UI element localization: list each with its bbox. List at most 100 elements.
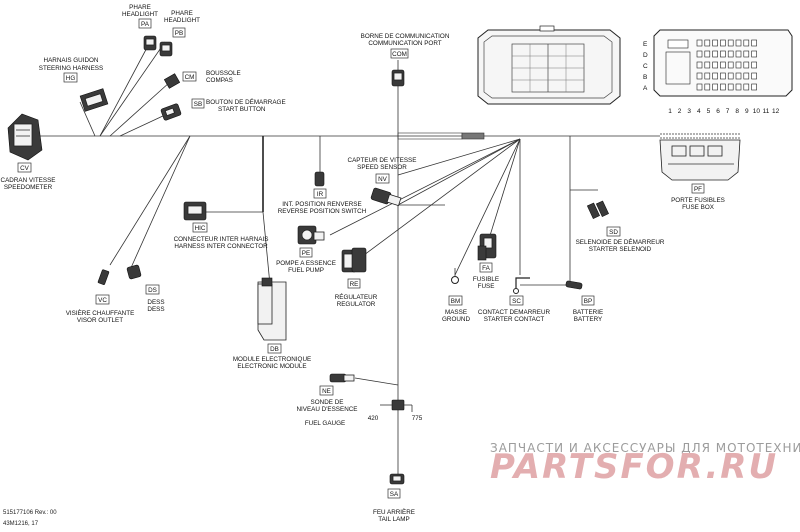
re-label-fr: RÉGULATEUR <box>335 292 378 301</box>
sb-label-fr: BOUTON DE DÉMARRAGE <box>206 97 286 106</box>
connector-pin <box>727 50 734 58</box>
speedometer-connector-icon <box>7 113 43 161</box>
nv-label-fr: CAPTEUR DE VITESSE <box>348 157 417 164</box>
electronic-module-icon <box>257 277 287 341</box>
harness-inter-connector-icon <box>183 201 207 221</box>
row-label: B <box>643 74 647 81</box>
column-label: 7 <box>726 108 730 115</box>
connector-pin <box>743 72 750 80</box>
connector-pin <box>735 83 742 91</box>
bp-label-fr: BATTERIE <box>573 309 603 316</box>
watermark: ЗАПЧАСТИ И АКСЕССУАРЫ ДЛЯ МОТОТЕХНИКИ PA… <box>490 441 800 487</box>
row-label: D <box>643 52 648 59</box>
pb-label-fr: PHARE <box>171 10 193 17</box>
connector-pin <box>696 72 703 80</box>
column-label: 3 <box>687 108 691 115</box>
compass-connector-icon <box>163 73 181 89</box>
bm-label-fr: MASSE <box>445 309 467 316</box>
ir-code-tag: IR <box>317 191 324 198</box>
connector-pin <box>720 61 726 69</box>
column-label: 12 <box>772 108 780 115</box>
main-connector-top-view <box>477 25 621 105</box>
connector-pin <box>735 72 742 80</box>
connector-pin <box>720 72 726 80</box>
connector-pin <box>735 61 742 69</box>
connector-pin <box>751 39 757 47</box>
sb-code-tag: SB <box>194 101 202 108</box>
connector-pin <box>727 39 734 47</box>
starter-contact-terminal-icon <box>513 277 530 294</box>
pa-label-fr: PHARE <box>129 4 151 11</box>
vc-code-tag: VC <box>98 297 107 304</box>
connector-pin <box>704 83 711 91</box>
nv-label-en: SPEED SENSOR <box>357 164 407 171</box>
hic-code-tag: HIC <box>195 225 206 232</box>
connector-pin <box>751 50 757 58</box>
sa-code-tag: SA <box>390 491 399 498</box>
connector-pin <box>743 61 750 69</box>
watermark-logo: PARTSFOR.RU <box>490 447 778 487</box>
connector-pin <box>712 72 718 80</box>
connector-pin <box>727 61 734 69</box>
cv-code-tag: CV <box>20 165 30 172</box>
connector-pin <box>751 83 757 91</box>
wire-number-left: 420 <box>368 415 379 422</box>
connector-pin <box>696 39 703 47</box>
bm-label-en: GROUND <box>442 316 470 323</box>
pa-code-tag: PA <box>141 21 150 28</box>
sd-label-en: STARTER SELENOID <box>589 246 652 253</box>
connector-pin <box>712 61 718 69</box>
sc-label-en: STARTER CONTACT <box>484 316 545 323</box>
fa-label-en: FUSE <box>478 283 495 290</box>
sa-label-en: TAIL LAMP <box>378 516 410 523</box>
row-label: A <box>643 85 648 92</box>
re-label-en: REGULATOR <box>337 301 376 308</box>
cv-label-fr: CADRAN VITESSE <box>1 177 56 184</box>
vc-label-fr: VISIÈRE CHAUFFANTE <box>66 308 135 317</box>
db-code-tag: DB <box>270 346 279 353</box>
connector-pin <box>735 50 742 58</box>
hg-label-fr: HARNAIS GUIDON <box>44 57 99 64</box>
connector-pin <box>727 83 734 91</box>
drawing-reference: 43M1216, 17 <box>3 521 39 527</box>
com-code-tag: COM <box>392 51 407 58</box>
ds-label-en: DESS <box>147 306 164 313</box>
connector-pin <box>743 83 750 91</box>
pa-label-en: HEADLIGHT <box>122 11 158 18</box>
cm-label-fr: BOUSSOLE <box>206 70 241 77</box>
connector-pin <box>704 72 711 80</box>
ground-terminal-icon <box>451 268 459 284</box>
cm-label-en: COMPAS <box>206 77 233 84</box>
fuel-gauge-connector-icon <box>380 399 413 412</box>
connector-pin <box>751 61 757 69</box>
communication-port-icon <box>391 69 405 87</box>
db-label-fr: MODULE ELECTRONIQUE <box>233 356 311 363</box>
column-label: 1 <box>668 108 672 115</box>
visor-outlet-connector-icon <box>97 269 110 285</box>
row-label: C <box>643 63 648 70</box>
connector-pin <box>696 50 703 58</box>
column-label: 10 <box>753 108 761 115</box>
connector-pin <box>720 50 726 58</box>
headlight-connector-b-icon <box>159 41 173 57</box>
column-label: 9 <box>745 108 749 115</box>
start-button-connector-icon <box>160 103 182 121</box>
ds-label-fr: DESS <box>147 299 164 306</box>
bp-label-en: BATTERY <box>574 316 603 323</box>
connector-pin <box>704 50 711 58</box>
com-label-en: COMMUNICATION PORT <box>368 40 441 47</box>
row-label: E <box>643 41 648 48</box>
pf-label-fr: PORTE FUSIBLES <box>671 197 725 204</box>
cm-code-tag: CM <box>185 74 195 81</box>
bp-code-tag: BP <box>584 298 592 305</box>
fuel-pump-connector-icon <box>297 225 325 245</box>
db-label-en: ELECTRONIC MODULE <box>237 363 306 370</box>
re-code-tag: RE <box>350 281 359 288</box>
ds-code-tag: DS <box>148 287 157 294</box>
connector-pin <box>712 83 718 91</box>
hg-label-en: STEERING HARNESS <box>39 65 103 72</box>
ne-label-fr: SONDE DE <box>311 399 344 406</box>
sb-label-en: START BUTTON <box>218 106 266 113</box>
